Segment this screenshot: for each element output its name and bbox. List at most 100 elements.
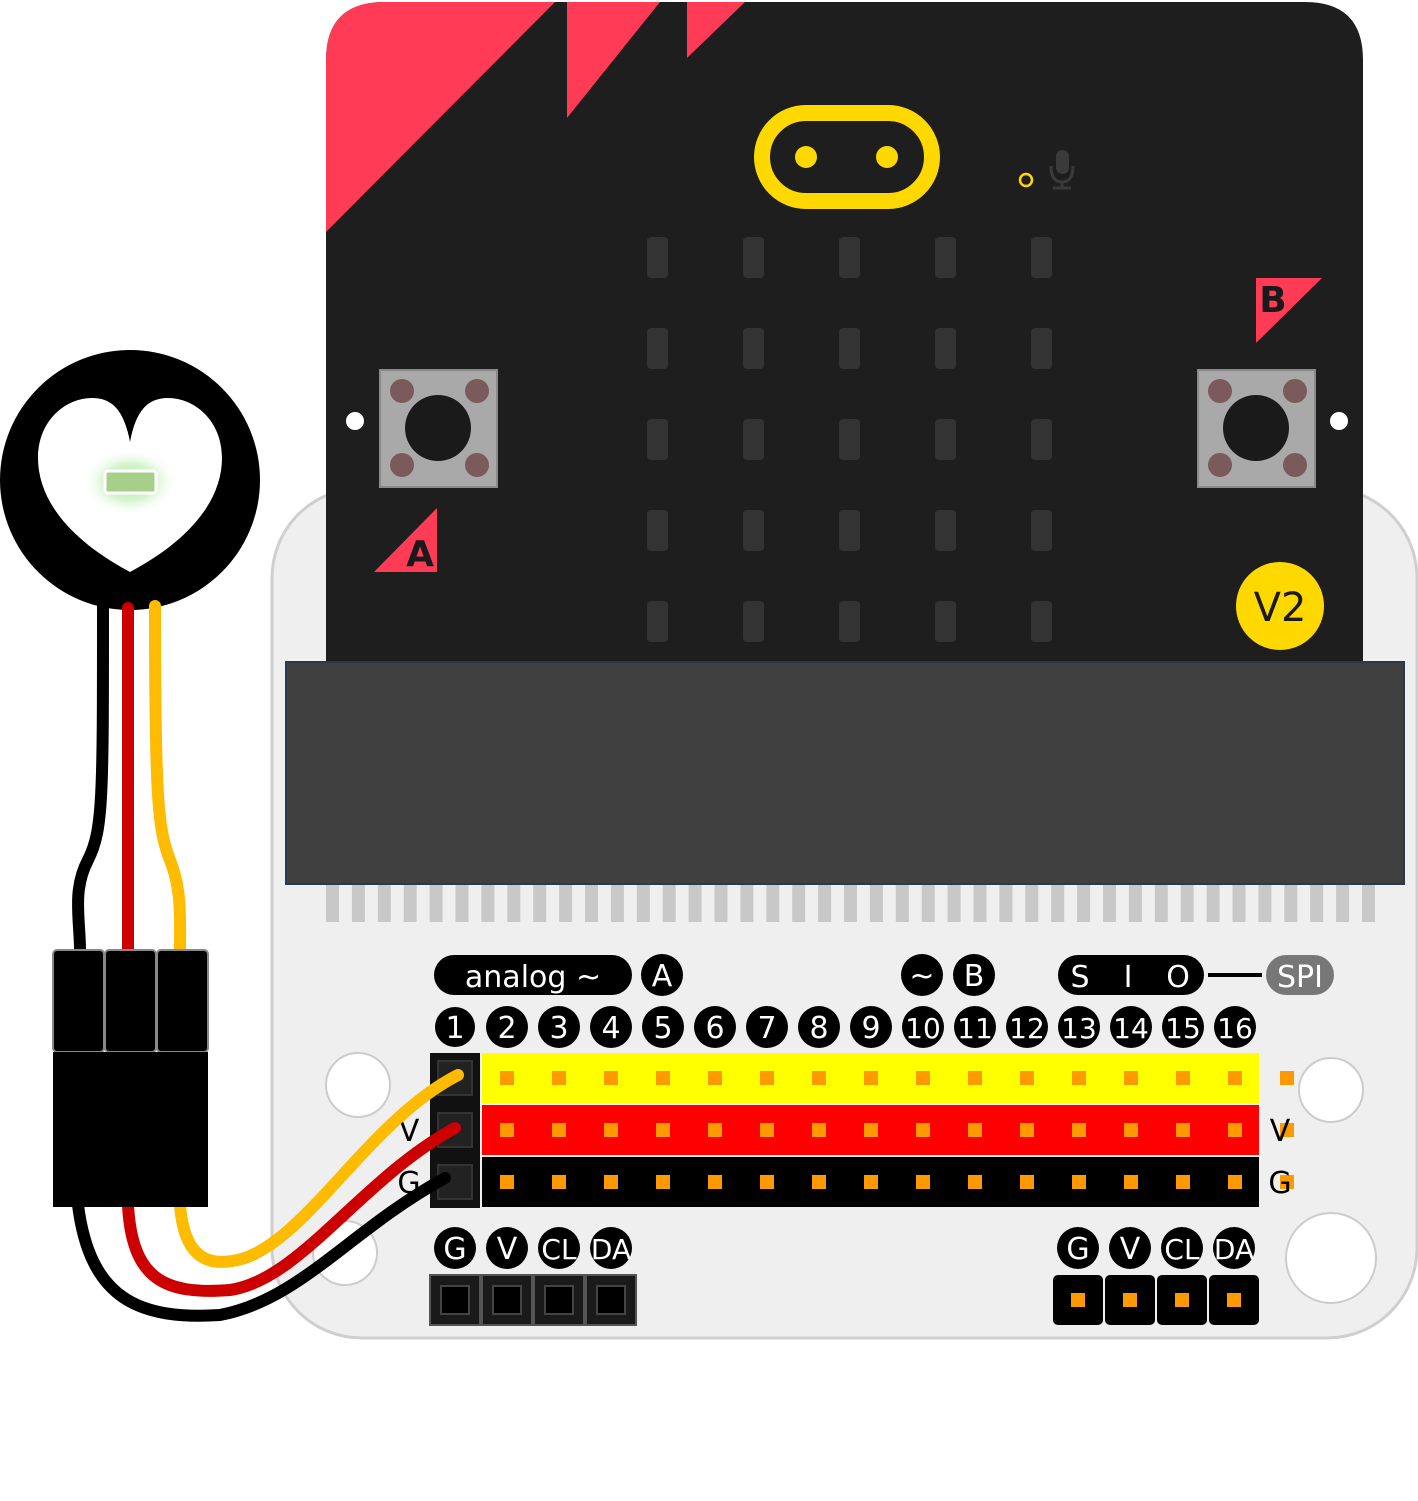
- edge-tooth: [610, 884, 624, 922]
- spi-group-pill: [1266, 955, 1334, 995]
- pin-number-badge: [1110, 1006, 1152, 1048]
- led-3-1: [647, 419, 668, 460]
- edge-tooth: [869, 884, 883, 922]
- i2c-badge: [1161, 1227, 1203, 1269]
- header-pin-12-row3: [1072, 1175, 1086, 1189]
- pin-number-badge: [694, 1006, 736, 1048]
- header-pin-9-row2: [916, 1123, 930, 1137]
- pin-number-label: 11: [957, 1012, 993, 1045]
- header-pin-5-row1: [708, 1071, 722, 1085]
- b-group-label: B: [964, 959, 985, 994]
- edge-connector-slot: [285, 661, 1405, 885]
- pin-number-label: 13: [1061, 1012, 1097, 1045]
- pin-number-badge: [1006, 1006, 1048, 1048]
- led-5-5: [1031, 601, 1052, 642]
- microbit-logo-icon: [754, 105, 940, 209]
- edge-tooth: [844, 884, 857, 922]
- microphone-icon: [1049, 150, 1075, 190]
- led-4-1: [647, 510, 668, 551]
- pin-number-badge: [1162, 1006, 1204, 1048]
- edge-tooth: [1258, 884, 1272, 922]
- edge-tooth: [662, 884, 676, 922]
- led-3-4: [935, 419, 956, 460]
- header-pin-16-row2: [1280, 1123, 1294, 1137]
- header-pin-4-row3: [656, 1175, 670, 1189]
- edge-tooth: [559, 884, 573, 922]
- header-pin-11-row3: [1020, 1175, 1034, 1189]
- header-pin-3-row1: [604, 1071, 618, 1085]
- microbit: A B V2: [326, 2, 1363, 662]
- header-pin-15-row2: [1228, 1123, 1242, 1137]
- edge-tooth: [1154, 884, 1168, 922]
- header-pin-13-row3: [1124, 1175, 1138, 1189]
- header-pin-9-row3: [916, 1175, 930, 1189]
- header-pin-2-row1: [552, 1071, 566, 1085]
- header-pin-11-row2: [1020, 1123, 1034, 1137]
- edge-tooth: [688, 884, 702, 922]
- edge-tooth: [1025, 884, 1039, 922]
- header-pin-7-row3: [812, 1175, 826, 1189]
- edge-tooth: [636, 884, 650, 922]
- sensor-wires: [72, 600, 464, 1322]
- i2c-label: G: [1066, 1232, 1089, 1267]
- microbit-accent-stripe-2: [687, 2, 745, 58]
- rail-label-v-right: V: [1270, 1114, 1291, 1149]
- edge-tooth: [351, 884, 365, 922]
- led-5-2: [743, 601, 764, 642]
- i2c-badge: [434, 1227, 476, 1269]
- led-3-5: [1031, 419, 1052, 460]
- button-a[interactable]: [379, 369, 498, 488]
- pin-number-badge: [538, 1006, 580, 1048]
- pin-number-badge: [798, 1006, 840, 1048]
- svg-text:A: A: [406, 534, 434, 575]
- header-pin-14-row2: [1176, 1123, 1190, 1137]
- mount-hole-right-top: [1298, 1057, 1364, 1123]
- header-pin-16-row1: [1280, 1071, 1294, 1085]
- i2c-pin-dot: [1123, 1293, 1137, 1307]
- analog-group-label: analog ~: [465, 960, 601, 995]
- edge-tooth: [818, 884, 832, 922]
- pin-number-label: 8: [809, 1011, 828, 1046]
- header-pin-4-row1: [656, 1071, 670, 1085]
- led-2-4: [935, 328, 956, 369]
- i2c-pin-dot: [1227, 1293, 1241, 1307]
- heart-rate-sensor: [0, 350, 260, 610]
- pin-number-badge: [486, 1006, 528, 1048]
- edge-tooth: [766, 884, 780, 922]
- rail-label-g-right: G: [1268, 1166, 1291, 1201]
- button-b[interactable]: [1197, 369, 1316, 488]
- i2c-label: DA: [591, 1233, 631, 1266]
- header-pin-9-row1: [916, 1071, 930, 1085]
- led-1-3: [839, 237, 860, 278]
- led-2-5: [1031, 328, 1052, 369]
- analog-group-pill: [434, 955, 632, 995]
- led-2-1: [647, 328, 668, 369]
- edge-tooth: [585, 884, 598, 922]
- pin-number-badge: [590, 1006, 632, 1048]
- pin-number-label: 10: [905, 1012, 941, 1045]
- edge-tooth: [895, 884, 909, 922]
- pin-number-label: 9: [861, 1011, 880, 1046]
- header-pin-10-row2: [968, 1123, 982, 1137]
- led-3-3: [839, 419, 860, 460]
- led-3-2: [743, 419, 764, 460]
- pin-number-badge: [1058, 1006, 1100, 1048]
- edge-tooth: [507, 884, 521, 922]
- pin-number-label: 14: [1113, 1012, 1149, 1045]
- led-5-3: [839, 601, 860, 642]
- jumper-pin-2: [104, 949, 157, 1053]
- wire-black-top: [72, 600, 109, 956]
- mount-hole-left-top: [325, 1052, 391, 1118]
- led-1-1: [647, 237, 668, 278]
- pin-number-label: 15: [1165, 1012, 1201, 1045]
- edge-tooth: [1103, 884, 1116, 922]
- edge-tooth: [1206, 884, 1220, 922]
- edge-tooth: [326, 884, 339, 922]
- a-group-label: A: [652, 959, 673, 994]
- rail-label-v-left: V: [399, 1114, 420, 1149]
- led-5-1: [647, 601, 668, 642]
- edge-tooth: [533, 884, 547, 922]
